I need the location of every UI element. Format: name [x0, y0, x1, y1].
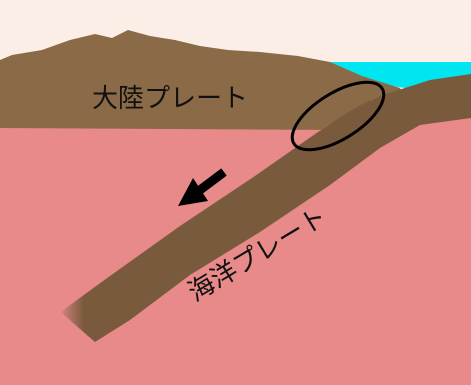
- arrow-head: [178, 178, 208, 206]
- continental-plate: [0, 30, 405, 130]
- contact-zone: [300, 100, 380, 160]
- oceanic-plate: [62, 74, 471, 342]
- subduction-arrow: [178, 168, 227, 206]
- continental-plate-label: 大陸プレート: [92, 84, 248, 114]
- slab-fade: [60, 276, 128, 342]
- boundary-ellipse: [290, 80, 386, 152]
- arrow-shaft: [193, 168, 227, 197]
